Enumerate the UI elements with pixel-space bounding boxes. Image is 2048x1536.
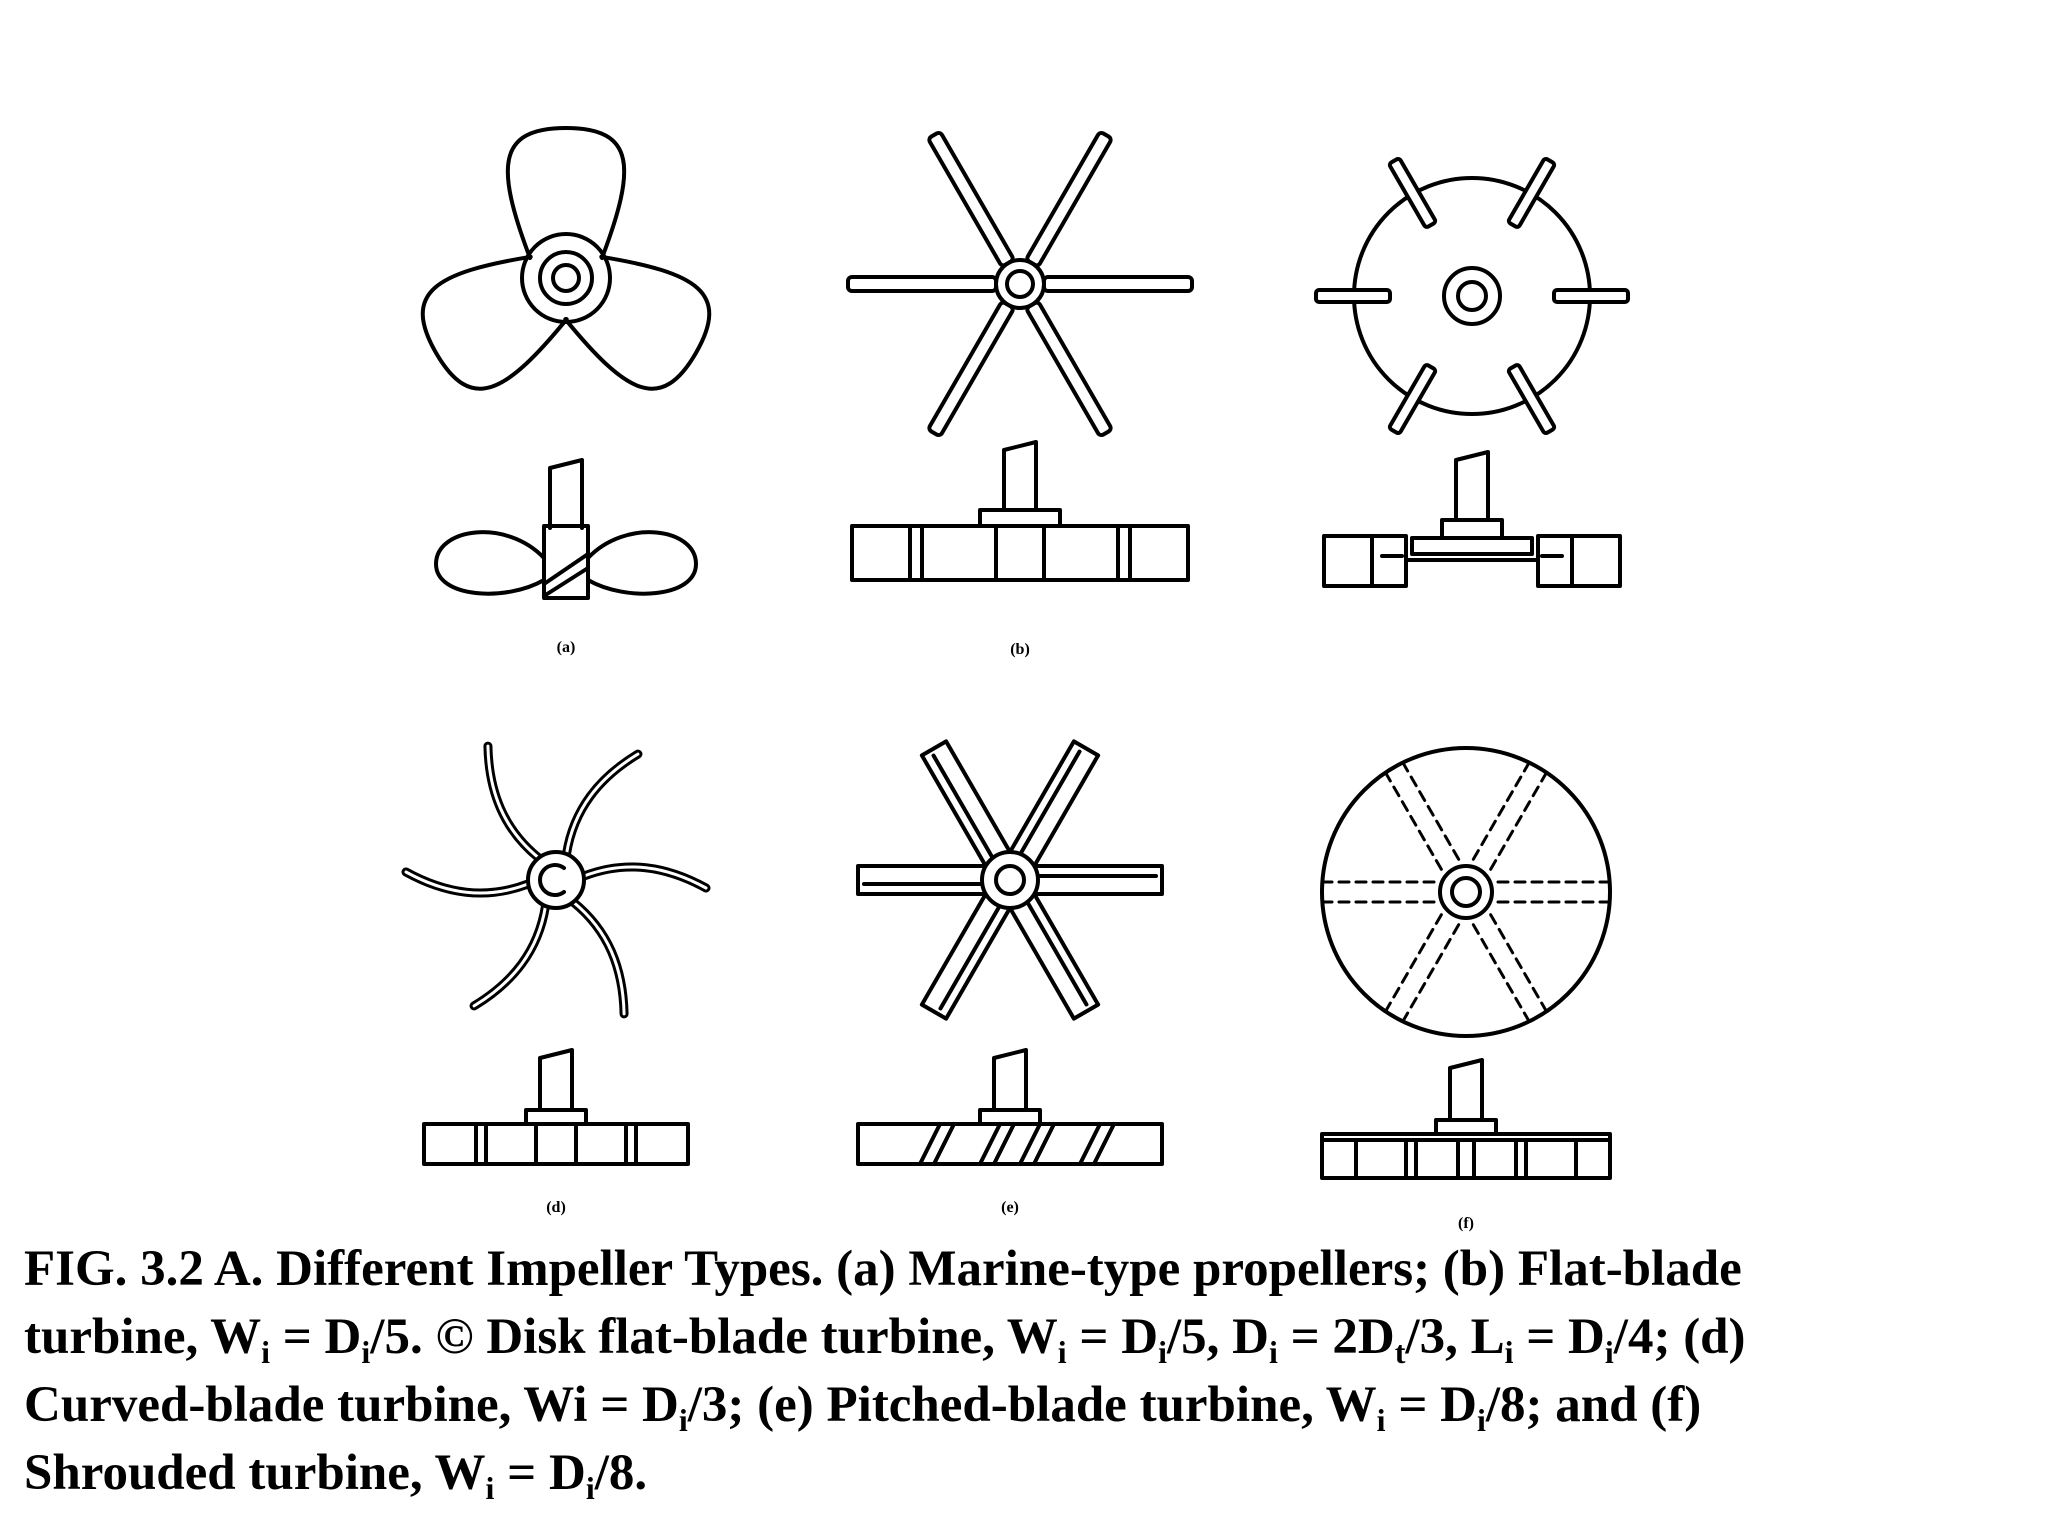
caption-text: = D xyxy=(494,1445,586,1501)
caption-text: Shrouded turbine, W xyxy=(24,1445,486,1501)
caption-subscript: i xyxy=(485,1470,495,1506)
impeller-d-top-view xyxy=(406,744,711,1017)
caption-line-3: Curved-blade turbine, Wi = Di/3; (e) Pit… xyxy=(24,1371,2024,1439)
caption-subscript: i xyxy=(1604,1334,1614,1370)
caption-subscript: i xyxy=(1476,1402,1486,1438)
impeller-b-top-view xyxy=(846,129,1194,439)
impeller-f-side-view xyxy=(1320,1058,1612,1180)
caption-text: turbine, W xyxy=(24,1309,262,1365)
impeller-e-top-view xyxy=(856,739,1164,1021)
caption-text: Curved-blade turbine, Wi = D xyxy=(24,1377,679,1433)
caption-text: = D xyxy=(1513,1309,1605,1365)
impeller-c-side-view xyxy=(1322,450,1622,588)
panel-label-b: (b) xyxy=(1010,641,1030,658)
impeller-a-side-view xyxy=(434,458,698,600)
caption-text: = D xyxy=(1385,1377,1477,1433)
caption-text: /3, L xyxy=(1405,1309,1505,1365)
impeller-e-side-view xyxy=(856,1048,1164,1166)
caption-subscript: i xyxy=(1057,1334,1067,1370)
caption-subscript: i xyxy=(1158,1334,1167,1370)
caption-text: = D xyxy=(270,1309,362,1365)
caption-text: /5. © Disk flat-blade turbine, W xyxy=(370,1309,1058,1365)
caption-text: = 2D xyxy=(1277,1309,1395,1365)
caption-subscript: i xyxy=(1504,1334,1514,1370)
caption-text: = D xyxy=(1066,1309,1159,1365)
caption-text: /8. xyxy=(594,1445,648,1501)
caption-text: /5, D xyxy=(1166,1309,1269,1365)
impeller-b-side-view xyxy=(850,440,1190,582)
caption-subscript: i xyxy=(1268,1334,1278,1370)
panel-label-f: (f) xyxy=(1458,1215,1474,1232)
impeller-a-top-view xyxy=(404,126,728,406)
caption-line-4: Shrouded turbine, Wi = Di/8. xyxy=(24,1439,2024,1507)
panel-label-a: (a) xyxy=(557,639,576,656)
caption-text: /4; (d) xyxy=(1613,1309,1746,1365)
caption-subscript: i xyxy=(1376,1402,1386,1438)
caption-subscript: t xyxy=(1394,1334,1406,1370)
caption-subscript: i xyxy=(678,1402,688,1438)
caption-text: /8; and (f) xyxy=(1485,1377,1702,1433)
impeller-c-top-view xyxy=(1314,155,1630,437)
caption-subscript: i xyxy=(261,1334,270,1370)
caption-subscript: i xyxy=(585,1470,595,1506)
figure-caption: FIG. 3.2 A. Different Impeller Types. (a… xyxy=(24,1235,2024,1507)
panel-label-e: (e) xyxy=(1001,1199,1019,1216)
caption-text: /3; (e) Pitched-blade turbine, W xyxy=(687,1377,1377,1433)
caption-subscript: i xyxy=(361,1334,371,1370)
impeller-d-side-view xyxy=(422,1048,690,1166)
panel-label-d: (d) xyxy=(546,1199,566,1216)
caption-line-2: turbine, Wi = Di/5. © Disk flat-blade tu… xyxy=(24,1303,2024,1371)
impeller-f-top-view xyxy=(1320,746,1612,1038)
caption-line-1: FIG. 3.2 A. Different Impeller Types. (a… xyxy=(24,1241,1742,1297)
